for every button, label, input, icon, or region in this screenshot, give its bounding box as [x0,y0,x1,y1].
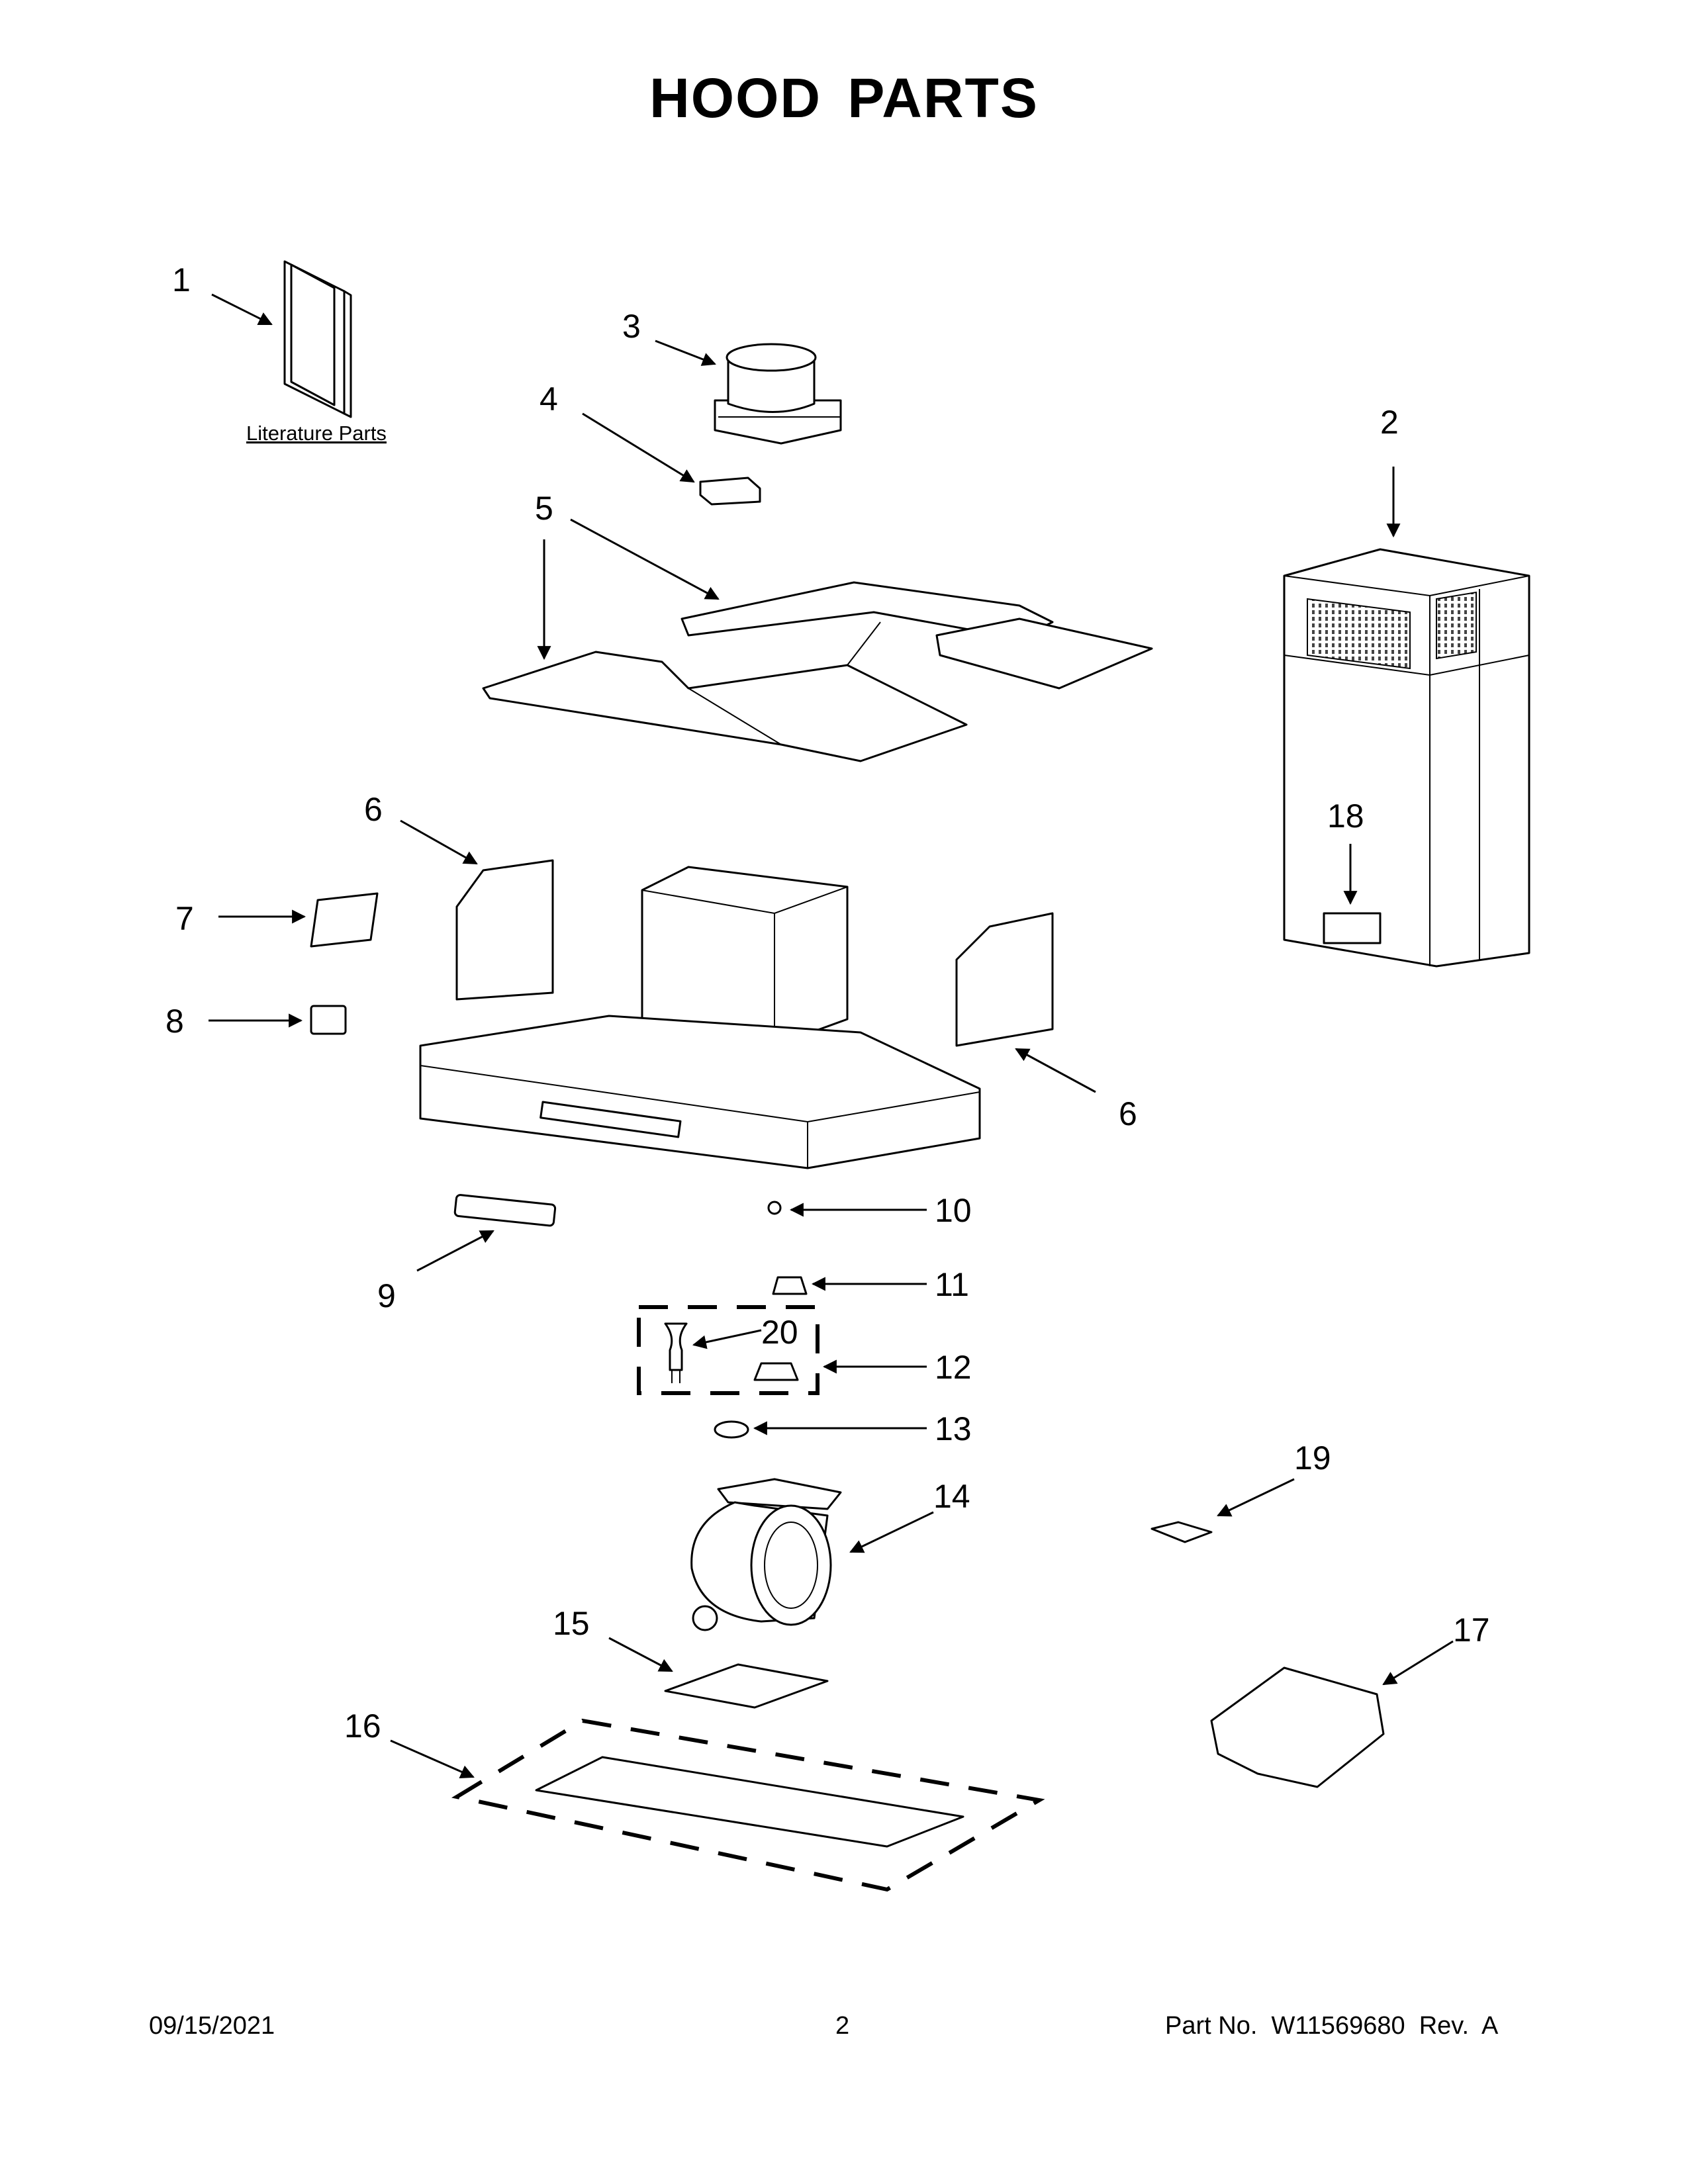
callout-10: 10 [935,1192,972,1229]
leader-6b [1015,1048,1096,1093]
lamp-kit-box [637,1305,820,1395]
leader-4 [582,412,695,483]
leader-9 [416,1230,494,1272]
footer-part-number: Part No. W11569680 Rev. A [1165,2012,1499,2040]
chimney-cover [1283,548,1530,968]
side-filter-right [955,912,1054,1047]
leader-17 [1382,1640,1454,1686]
control-switch-strip [453,1194,557,1227]
callout-16: 16 [344,1707,381,1745]
callout-6a: 6 [364,791,383,828]
callout-2: 2 [1380,404,1399,441]
literature-parts-label: Literature Parts [246,422,387,445]
control-board [310,892,379,948]
small-bracket [699,477,761,506]
capacitor-module [310,1005,347,1035]
leader-20 [692,1329,762,1349]
callout-6b: 6 [1119,1095,1137,1132]
callout-1: 1 [172,261,191,298]
page-title: HOOD PARTS [649,67,1039,129]
leader-6a [400,819,478,865]
footer-page-number: 2 [835,2012,850,2040]
duct-collar [714,343,842,445]
grease-filter [535,1756,964,1848]
callout-17: 17 [1453,1612,1490,1649]
user-manual [1210,1666,1385,1788]
leader-16 [390,1739,475,1778]
leader-15 [608,1637,673,1672]
callout-14: 14 [933,1478,970,1515]
grease-filter-frame [451,1718,1045,1892]
leader-14 [849,1511,934,1553]
callout-4: 4 [539,381,558,418]
side-filter-left [455,859,554,1001]
lamp-ring [714,1420,749,1439]
hood-trim-panels [482,581,1153,762]
hood-body [419,866,981,1169]
callout-12: 12 [935,1349,972,1386]
callout-13: 13 [935,1410,972,1447]
leader-3 [655,340,716,366]
callout-5: 5 [535,490,553,527]
callout-9: 9 [377,1277,396,1314]
callout-3: 3 [622,308,641,345]
callout-18: 18 [1327,797,1364,835]
lamp-socket [753,1362,799,1381]
clip [1150,1521,1213,1543]
leader-5b [570,518,720,600]
callout-20: 20 [761,1314,798,1351]
halogen-bulb [664,1322,688,1383]
leader-1 [211,293,273,326]
leader-19 [1217,1478,1295,1517]
callout-19: 19 [1294,1439,1331,1477]
footer-date: 09/15/2021 [149,2012,275,2040]
charcoal-filter [664,1663,829,1709]
literature-parts [283,260,352,418]
callout-15: 15 [553,1605,590,1642]
blower-motor [690,1478,842,1631]
lamp-holder [772,1276,808,1295]
callout-11: 11 [935,1266,969,1303]
callout-7: 7 [175,900,194,937]
callout-8: 8 [165,1003,184,1040]
screw [767,1201,782,1215]
